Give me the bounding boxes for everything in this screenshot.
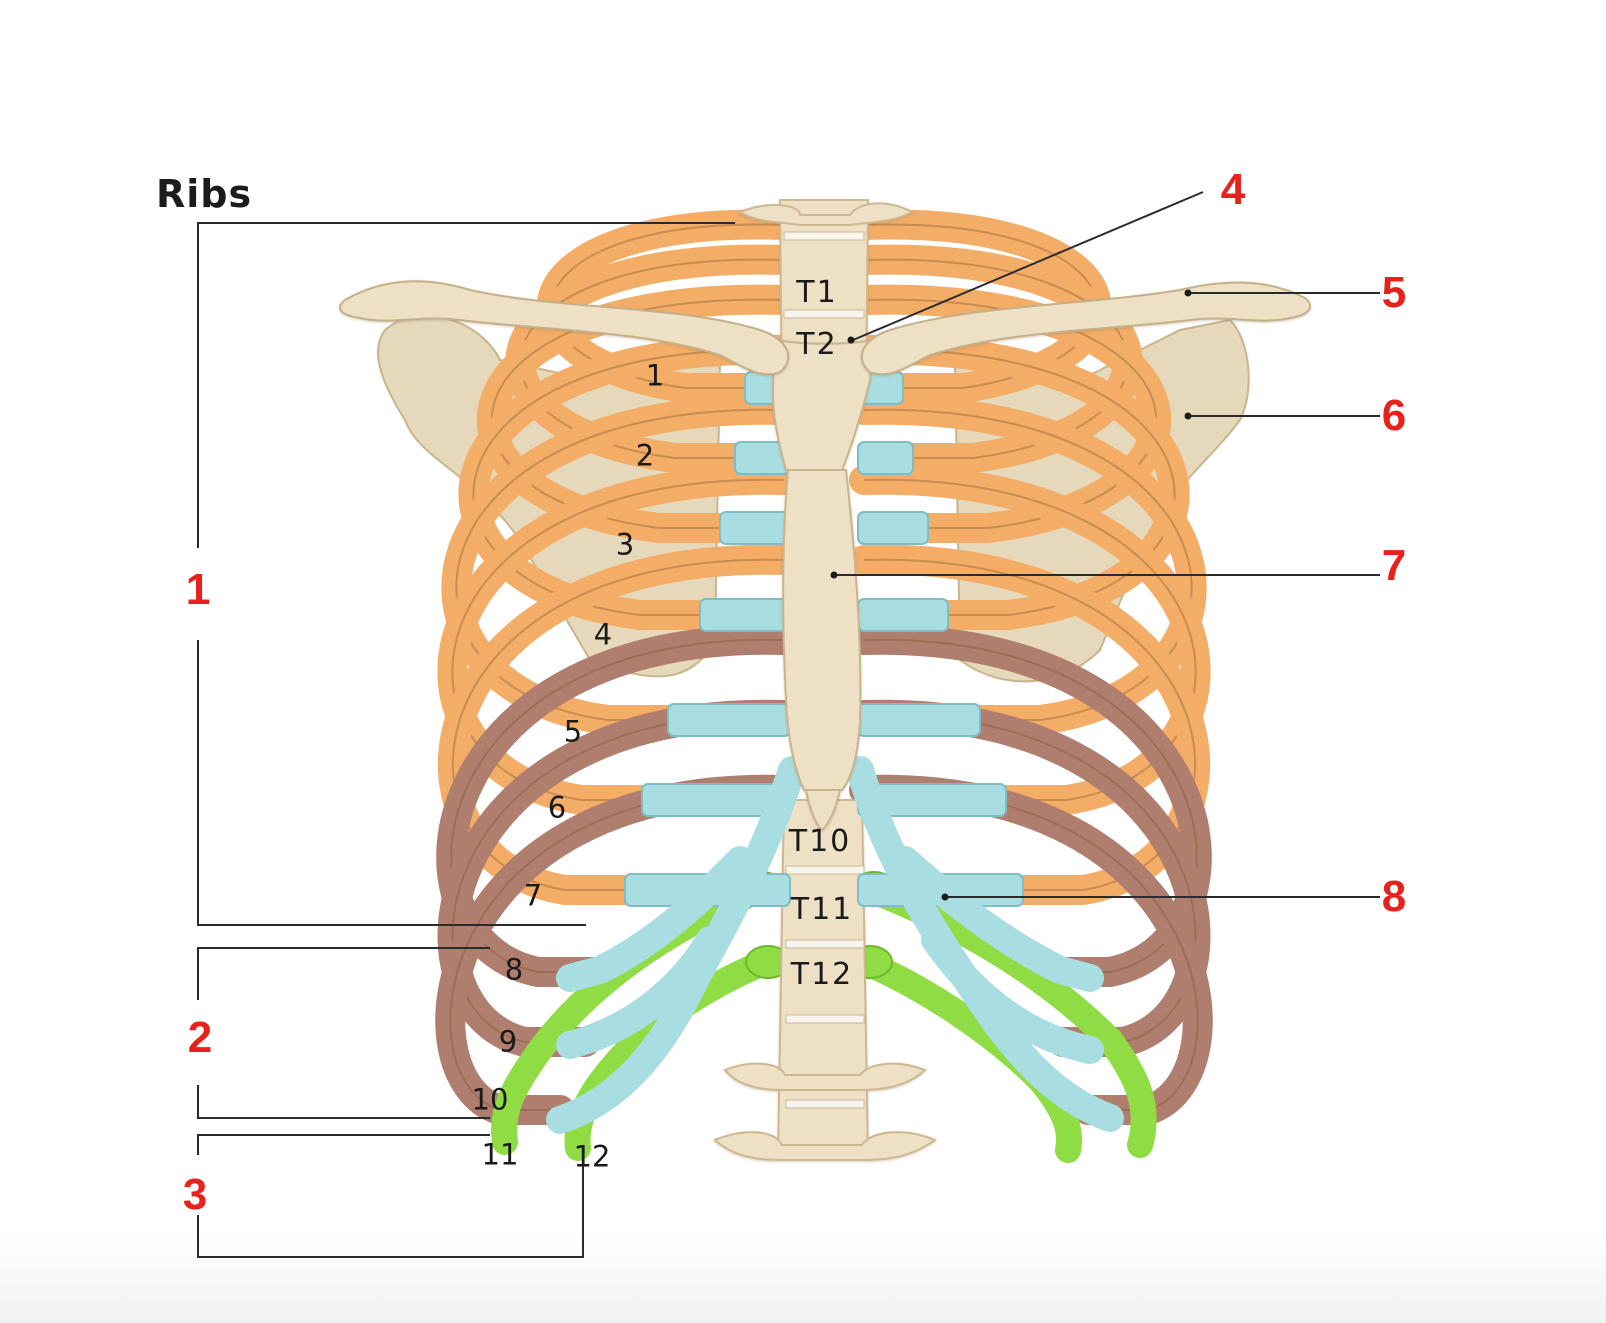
callout-3: 3 — [182, 1170, 208, 1219]
rib-number-10: 10 — [471, 1082, 509, 1117]
disc — [785, 865, 865, 875]
vertebra-label-t10: T10 — [788, 824, 852, 859]
callout-7: 7 — [1381, 541, 1407, 590]
left-rib-8-outline — [450, 638, 785, 973]
disc — [783, 231, 865, 241]
rib-number-1: 1 — [645, 358, 665, 393]
leader-7-dot — [830, 571, 838, 579]
leader-8-dot — [941, 893, 949, 901]
vertebra-label-t1: T1 — [796, 275, 838, 310]
left-costal-margin-9 — [556, 926, 724, 1059]
rib-number-5: 5 — [563, 714, 583, 749]
right-costal-cartilage-5 — [857, 703, 981, 737]
rib-number-7: 7 — [523, 878, 543, 913]
callout-6: 6 — [1381, 391, 1407, 440]
manubrium — [771, 338, 874, 471]
bracket-1 — [197, 222, 735, 926]
right-costal-cartilage-3 — [857, 511, 929, 545]
right-costal-margin-8 — [891, 846, 1104, 992]
rib-number-12: 12 — [573, 1139, 611, 1174]
disc — [785, 1099, 865, 1109]
left-costal-cartilage-3 — [719, 511, 791, 545]
left-rib-11 — [491, 877, 773, 1155]
clavicles — [339, 280, 1311, 376]
rib-number-2: 2 — [635, 438, 655, 473]
left-costal-cartilage-5 — [667, 703, 791, 737]
right-rib-8-outline — [863, 638, 1198, 973]
ribs-left — [435, 209, 799, 1125]
right-costal-cartilage-2 — [857, 441, 914, 475]
vertebra-label-t11: T11 — [790, 892, 854, 927]
right-rib-8 — [849, 624, 1212, 987]
left-costal-margin — [546, 756, 806, 1134]
rib-number-6: 6 — [547, 790, 567, 825]
costal-margin-cartilage — [546, 756, 1124, 1134]
rib-number-3: 3 — [615, 527, 635, 562]
sternum — [771, 338, 874, 832]
l1-transverse — [723, 1062, 927, 1091]
right-clavicle — [860, 281, 1311, 376]
left-clavicle — [339, 280, 790, 376]
t1-transverse — [737, 202, 915, 226]
left-rib-9 — [437, 699, 799, 1057]
right-costal-cartilage-4 — [857, 598, 949, 632]
l2-transverse — [713, 1131, 938, 1161]
rib-number-11: 11 — [481, 1137, 519, 1172]
left-rib-9-outline — [451, 713, 785, 1043]
callout-4: 4 — [1220, 165, 1246, 214]
disc — [785, 1014, 865, 1024]
vertebra-label-t12: T12 — [790, 957, 854, 992]
rib-number-4: 4 — [593, 617, 613, 652]
right-costal-margin-9 — [921, 926, 1104, 1064]
disc — [783, 309, 865, 319]
leader-4 — [852, 191, 1204, 341]
rib-number-8: 8 — [504, 952, 524, 987]
leader-6-dot — [1184, 412, 1192, 420]
callout-2: 2 — [187, 1013, 213, 1062]
sternum-body — [782, 469, 862, 791]
left-costal-margin-8 — [556, 846, 754, 992]
callout-1: 1 — [185, 565, 211, 614]
left-costal-cartilage-4 — [699, 598, 791, 632]
right-rib-9-outline — [863, 713, 1197, 1043]
leader-dots — [830, 289, 1192, 901]
bracket-3 — [197, 1134, 584, 1258]
rib-number-9: 9 — [498, 1024, 518, 1059]
disc — [785, 939, 865, 949]
callout-5: 5 — [1381, 268, 1407, 317]
diagram-title: Ribs — [156, 172, 253, 216]
callout-8: 8 — [1381, 872, 1407, 921]
right-rib-9 — [849, 699, 1211, 1057]
left-rib-8 — [436, 624, 799, 987]
leader-4-dot — [847, 336, 855, 344]
xiphoid-process — [804, 789, 842, 832]
vertebra-label-t2: T2 — [796, 327, 838, 362]
leader-lines — [197, 191, 1380, 1258]
leader-5-dot — [1184, 289, 1192, 297]
bracket-2 — [197, 947, 490, 1119]
